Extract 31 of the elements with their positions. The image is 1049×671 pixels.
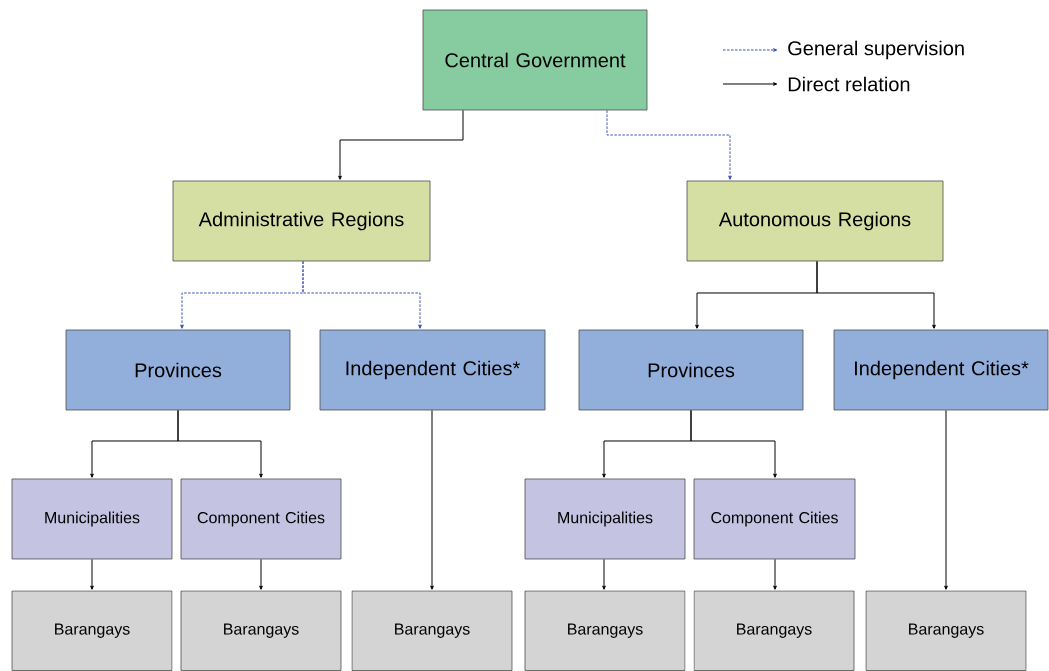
connector-arrow <box>602 558 606 590</box>
lgu-box: Municipalities <box>524 478 686 560</box>
connector-arrow <box>430 409 434 590</box>
legend-text: Direct relation <box>788 76 910 92</box>
connector-arrow <box>259 558 263 590</box>
city-box: Independent Cities* <box>319 329 546 411</box>
government-box: Central Government <box>422 9 648 111</box>
barangay-box: Barangays <box>180 590 342 671</box>
legend-text: General supervision <box>788 40 964 60</box>
connector-arrow <box>606 109 732 180</box>
barangay-box: Barangays <box>351 590 513 671</box>
city-box: Independent Cities* <box>833 329 1049 411</box>
barangay-box: Barangays <box>693 590 855 671</box>
barangay-box: Barangays <box>11 590 173 671</box>
lgu-box: Municipalities <box>11 478 173 560</box>
lgu-box: Component Cities <box>693 478 856 560</box>
connector-arrow <box>177 409 263 478</box>
lgu-box: Component Cities <box>180 478 342 560</box>
connector-arrow <box>90 558 94 590</box>
connector-arrow <box>944 409 948 590</box>
connector-arrow <box>338 109 464 180</box>
region-box: Autonomous Regions <box>686 180 944 262</box>
connector-arrow <box>773 558 777 590</box>
connector-arrow <box>690 409 777 478</box>
barangay-box: Barangays <box>524 590 686 671</box>
region-box: Administrative Regions <box>172 180 431 262</box>
connector-arrow <box>302 260 422 329</box>
barangay-box: Barangays <box>865 590 1027 671</box>
connector-arrow <box>816 260 936 329</box>
city-box: Provinces <box>65 329 291 411</box>
city-box: Provinces <box>578 329 804 411</box>
